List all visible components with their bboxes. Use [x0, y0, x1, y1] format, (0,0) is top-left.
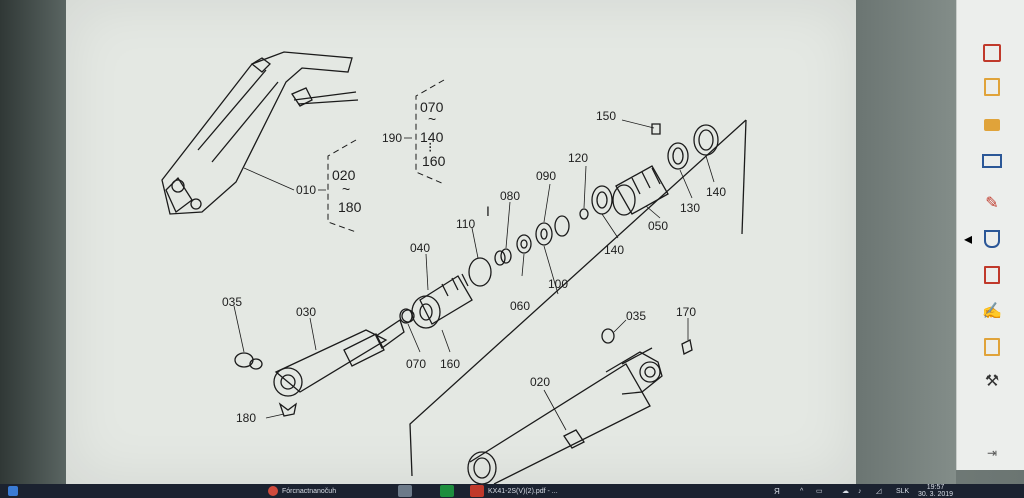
window-background	[856, 0, 956, 484]
tray-date: 30. 3. 2019	[918, 491, 954, 498]
pdf-app-icon	[470, 485, 484, 497]
callout-120: 120	[568, 151, 588, 165]
callout-090: 090	[536, 169, 556, 183]
tray-keyboard-icon[interactable]: Я	[774, 486, 780, 496]
browser-icon	[268, 486, 278, 496]
callout-010: 010	[296, 183, 316, 197]
callout-150: 150	[596, 109, 616, 123]
piston-050-drawing	[612, 123, 719, 216]
sign-icon[interactable]: ✍	[982, 303, 1002, 320]
callout-190: 190	[382, 131, 402, 145]
tools-sidebar: ✎ ◂ ✍ ⚒ ⇥	[956, 0, 1024, 470]
tray-volume-icon[interactable]: ♪	[858, 487, 862, 495]
callout-050: 050	[648, 219, 668, 233]
callout-035-right: 035	[626, 309, 646, 323]
callout-030: 030	[296, 305, 316, 319]
callout-140-lower: 140	[604, 243, 624, 257]
callout-070-bottom: 070	[406, 357, 426, 371]
fill-sign-icon[interactable]: ✎	[985, 195, 999, 212]
collapse-arrow[interactable]: ◂	[963, 231, 973, 248]
callout-130: 130	[680, 201, 700, 215]
pdf-page: 010 020 ~ 180 190 070 ~ 140 ⁝ 160 I	[66, 0, 856, 484]
range-dots: ⁝	[428, 139, 432, 155]
seal-rings-drawing	[468, 185, 613, 287]
callout-040: 040	[410, 241, 430, 255]
range-tilde-1: ~	[342, 181, 350, 197]
more-tools-icon[interactable]: ⚒	[984, 373, 1000, 390]
tray-network-icon[interactable]: ▭	[816, 488, 823, 495]
callout-170: 170	[676, 305, 696, 319]
tool-grid-icon[interactable]	[979, 40, 1005, 66]
send-review-icon[interactable]	[979, 334, 1005, 360]
callout-160-bottom: 160	[440, 357, 460, 371]
tray-clock[interactable]: 19:57 30. 3. 2019	[918, 484, 953, 498]
callout-180-bottom: 180	[236, 411, 256, 425]
taskbar-app-browser-label: Fórcnactnanočuh	[282, 487, 337, 495]
tray-language[interactable]: SLK	[896, 487, 910, 495]
callout-100: 100	[548, 277, 568, 291]
tray-chevron-icon[interactable]: ^	[800, 487, 804, 495]
tray-wifi-icon[interactable]: ◿	[876, 488, 882, 495]
callout-060: 060	[510, 299, 530, 313]
callout-110: 110	[456, 217, 475, 231]
tray-cloud-icon[interactable]: ☁	[842, 488, 849, 495]
tray-time: 19:57	[926, 484, 945, 491]
callout-020-range-start: 020	[332, 167, 356, 183]
protect-icon[interactable]	[979, 226, 1005, 252]
range-tilde-2: ~	[428, 111, 436, 127]
callout-070-range-start: 070	[420, 99, 444, 115]
callout-080: 080	[500, 189, 520, 203]
callout-160-range-end: 160	[422, 153, 446, 169]
taskbar-app-browser[interactable]: Fórcnactnanočuh	[268, 484, 336, 498]
edit-pdf-icon[interactable]	[979, 74, 1005, 100]
callout-180-range-end: 180	[338, 199, 362, 215]
start-button[interactable]	[8, 484, 18, 498]
callout-140-range-mid: 140	[420, 129, 444, 145]
comment-icon[interactable]	[979, 112, 1005, 138]
exploded-boundary	[409, 119, 747, 477]
callout-020-bottom: 020	[530, 375, 550, 389]
cylinder-020-drawing	[467, 328, 693, 484]
sidebar-expand-icon[interactable]: ⇥	[986, 446, 998, 460]
piston-rod-drawing	[234, 309, 415, 417]
monitor-bezel-left	[0, 0, 66, 486]
gland-040-drawing	[399, 273, 473, 329]
taskbar-icon-store[interactable]	[398, 484, 412, 498]
windows-taskbar: Fórcnactnanočuh KX41-2S(V)(2).pdf - ... …	[0, 484, 1024, 498]
taskbar-app-pdf-label: KX41-2S(V)(2).pdf - ...	[488, 487, 558, 495]
taskbar-app-pdf[interactable]: KX41-2S(V)(2).pdf - ...	[470, 484, 558, 498]
callout-140-right: 140	[706, 185, 726, 199]
callout-035-left: 035	[222, 295, 242, 309]
export-pdf-icon[interactable]	[979, 262, 1005, 288]
boom-arm-drawing	[161, 51, 359, 215]
taskbar-icon-sheets[interactable]	[440, 484, 454, 498]
text-cursor: I	[486, 203, 490, 219]
organize-pages-icon[interactable]	[979, 148, 1005, 174]
parts-diagram: 010 020 ~ 180 190 070 ~ 140 ⁝ 160 I	[161, 51, 747, 484]
